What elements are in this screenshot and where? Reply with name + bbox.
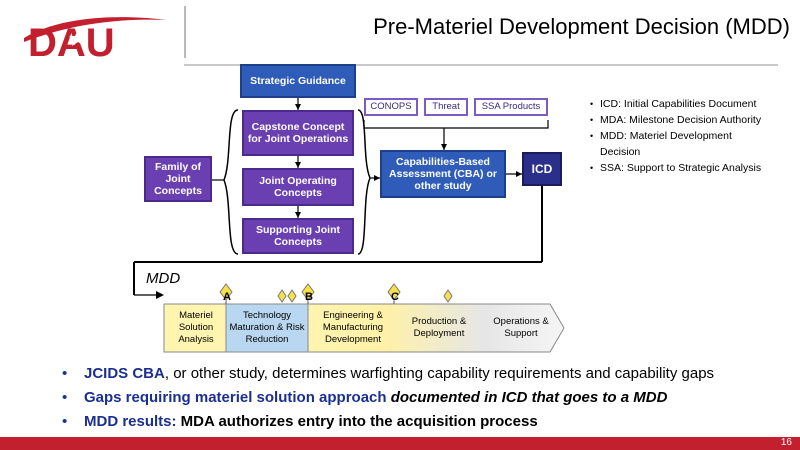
- milestone-b-label: B: [305, 291, 313, 303]
- logo-text: DAU: [28, 21, 115, 60]
- bullet-1: JCIDS CBA, or other study, determines wa…: [58, 362, 798, 386]
- bullet-2: Gaps requiring materiel solution approac…: [58, 386, 798, 410]
- definition-icd: ICD: Initial Capabilities Document: [590, 96, 790, 112]
- summary-bullets: JCIDS CBA, or other study, determines wa…: [58, 362, 798, 434]
- phase-msa: Materiel Solution Analysis: [178, 310, 214, 345]
- joint-operating-box: Joint Operating Concepts: [242, 168, 354, 206]
- conops-box: CONOPS: [364, 98, 418, 116]
- bullet-2-text: documented in ICD that goes to a MDD: [386, 389, 668, 406]
- bullet-3-text: MDA authorizes entry into the acquisitio…: [176, 413, 538, 430]
- phase-os: Operations & Support: [493, 316, 549, 339]
- page-number: 16: [780, 437, 792, 448]
- logo-divider: [184, 6, 186, 58]
- bullet-1-text: , or other study, determines warfighting…: [164, 365, 715, 382]
- icd-box: ICD: [522, 152, 562, 186]
- bullet-3-lead: MDD results:: [84, 413, 177, 430]
- phase-pd: Production & Deployment: [411, 316, 467, 339]
- cba-box: Capabilities-Based Assessment (CBA) or o…: [380, 150, 506, 198]
- phase-emd: Engineering & Manufacturing Development: [322, 310, 384, 345]
- bullet-1-lead: JCIDS CBA: [84, 365, 165, 382]
- footer-bar: [0, 437, 800, 450]
- supporting-box: Supporting Joint Concepts: [242, 218, 354, 254]
- ssa-products-box: SSA Products: [474, 98, 548, 116]
- strategic-guidance-box: Strategic Guidance: [240, 64, 356, 98]
- capstone-box: Capstone Concept for Joint Operations: [242, 110, 354, 156]
- bullet-2-lead: Gaps requiring materiel solution approac…: [84, 389, 387, 406]
- definitions-list: ICD: Initial Capabilities Document MDA: …: [590, 96, 790, 176]
- definition-mda: MDA: Milestone Decision Authority: [590, 112, 790, 128]
- title-rule: [184, 64, 778, 66]
- milestone-a-label: A: [223, 291, 231, 303]
- phase-tmrr: Technology Maturation & Risk Reduction: [229, 310, 305, 345]
- family-box: Family of Joint Concepts: [144, 156, 212, 202]
- definition-ssa: SSA: Support to Strategic Analysis: [590, 160, 790, 176]
- definition-mdd: MDD: Materiel Development Decision: [590, 128, 750, 160]
- page-title: Pre-Materiel Development Decision (MDD): [373, 14, 790, 39]
- dau-logo: DAU: [20, 8, 170, 65]
- bullet-3: MDD results: MDA authorizes entry into t…: [58, 410, 798, 434]
- mdd-label: MDD: [146, 270, 181, 287]
- milestone-c-label: C: [391, 291, 399, 303]
- threat-box: Threat: [424, 98, 468, 116]
